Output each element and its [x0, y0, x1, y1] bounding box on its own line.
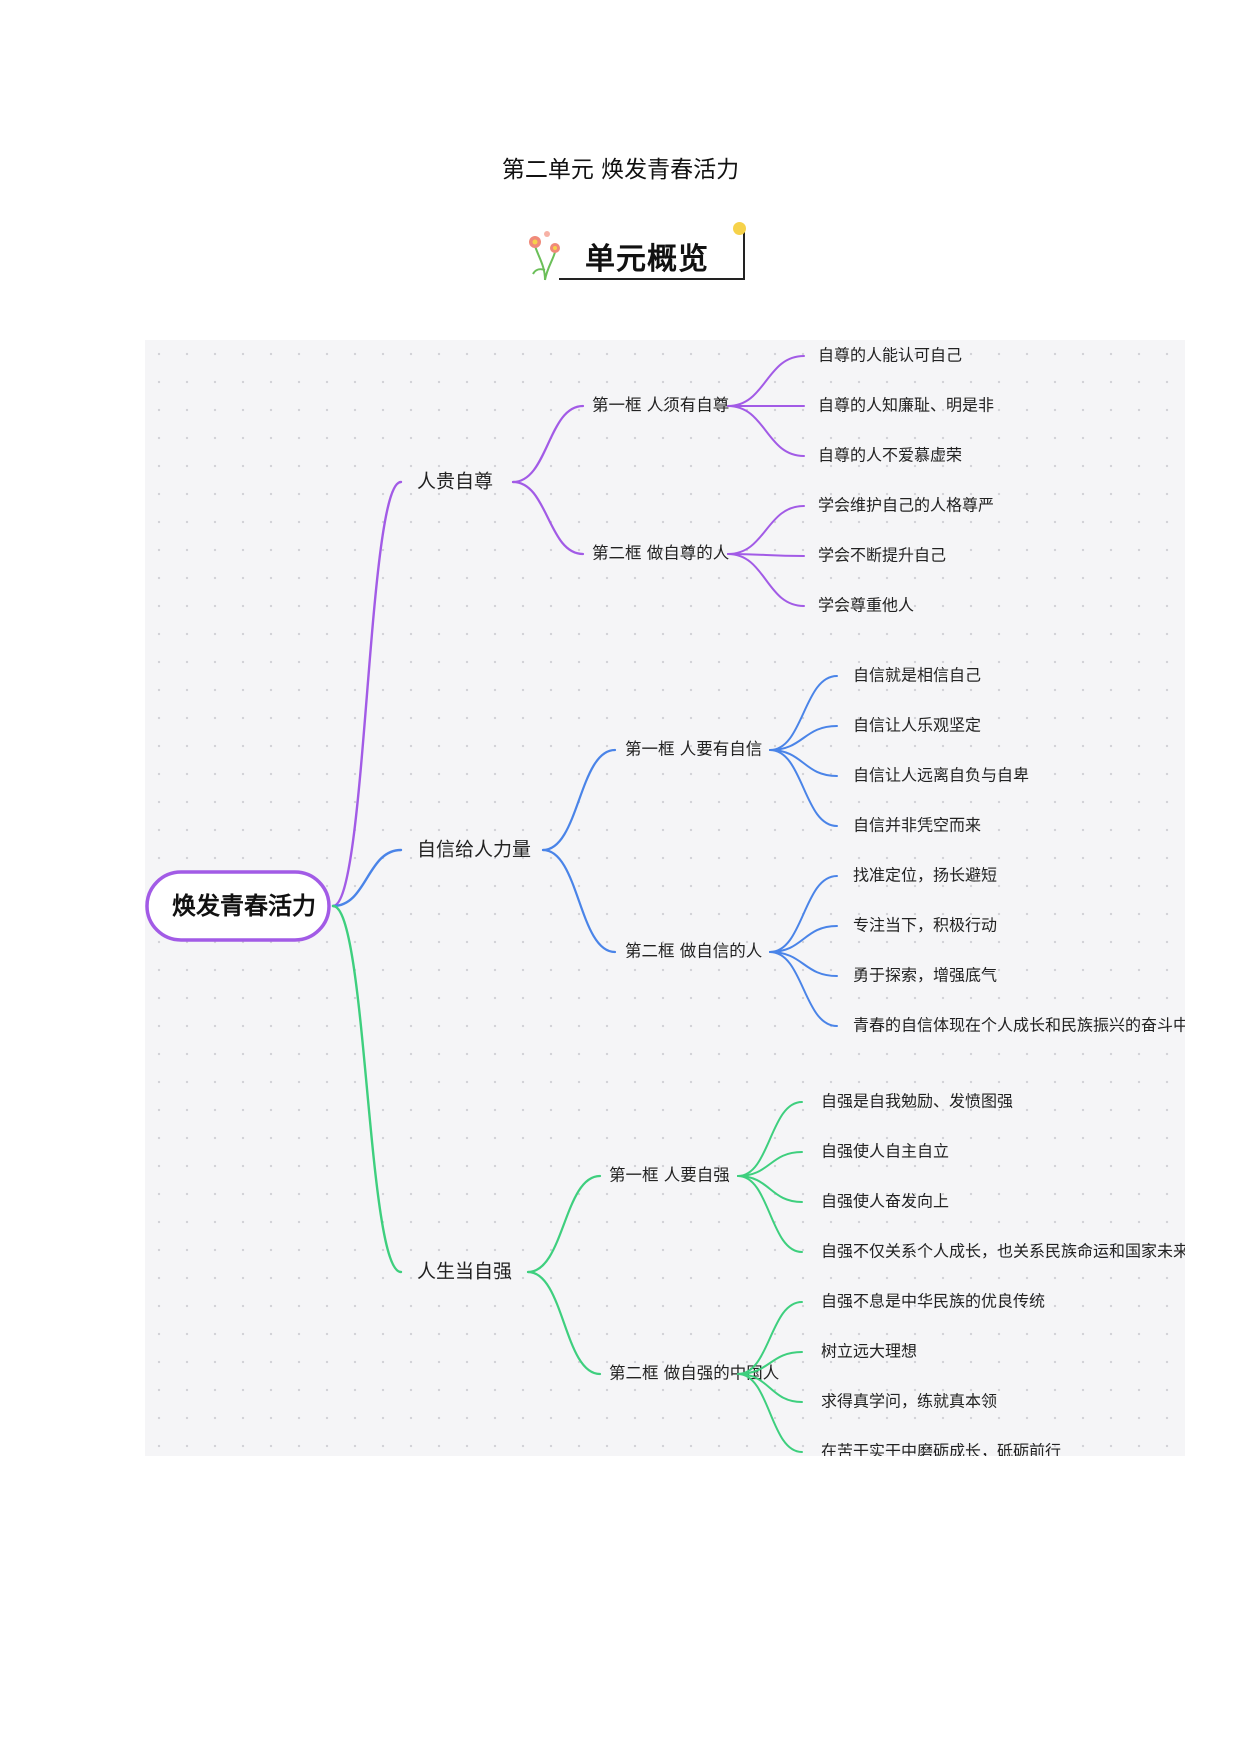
sub-topic-label: 第一框 人要自强	[609, 1166, 730, 1185]
leaf-connector	[769, 951, 838, 977]
leaf-label: 自强使人自主自立	[821, 1142, 949, 1161]
sub-topic-label: 第一框 人要有自信	[625, 740, 762, 759]
sub-connector	[541, 748, 617, 852]
banner-dot	[733, 222, 746, 235]
sub-topic-label: 第二框 做自信的人	[625, 942, 762, 961]
leaf-label: 学会尊重他人	[818, 596, 914, 615]
branch-connector	[331, 848, 403, 908]
sub-connector	[541, 848, 617, 954]
leaf-connector	[737, 1101, 803, 1177]
leaf-label: 自强不息是中华民族的优良传统	[821, 1292, 1045, 1311]
sub-connector	[526, 1174, 602, 1274]
leaf-label: 自信让人远离自负与自卑	[853, 766, 1029, 785]
sub-topic-label: 第二框 做自尊的人	[592, 544, 729, 563]
leaf-connector	[769, 675, 838, 751]
leaf-label: 自强是自我勉励、发愤图强	[821, 1092, 1013, 1111]
leaf-connector	[737, 1151, 803, 1177]
leaf-connector	[737, 1175, 803, 1203]
leaf-connector	[737, 1373, 803, 1453]
leaf-label: 自强使人奋发向上	[821, 1192, 949, 1211]
leaf-connector	[727, 553, 805, 557]
leaf-connector	[727, 553, 805, 607]
leaf-connector	[769, 951, 838, 1027]
leaf-connector	[737, 1175, 803, 1253]
leaf-label: 求得真学问，练就真本领	[821, 1392, 997, 1411]
flower-icon	[529, 231, 560, 281]
sub-topic-label: 第二框 做自强的中国人	[609, 1364, 779, 1383]
leaf-label: 树立远大理想	[821, 1342, 917, 1361]
leaf-label: 自信并非凭空而来	[853, 816, 981, 835]
leaf-label: 学会维护自己的人格尊严	[818, 496, 994, 515]
branch-label: 人生当自强	[417, 1261, 512, 1283]
branch-label: 人贵自尊	[417, 471, 493, 493]
sub-connector	[511, 480, 585, 556]
mind-map: 人贵自尊 第一框 人须有自尊 自尊的人能认可自己自尊的人知廉耻、明是非自尊的人不爱慕…	[145, 340, 1185, 1456]
leaf-label: 自尊的人能认可自己	[818, 346, 962, 365]
sub-connector	[511, 404, 585, 484]
leaf-connector	[727, 405, 805, 457]
leaf-label: 专注当下，积极行动	[853, 916, 997, 935]
leaf-label: 自尊的人知廉耻、明是非	[818, 396, 994, 415]
leaf-connector	[769, 749, 838, 827]
leaf-connector	[769, 725, 838, 751]
leaf-connector	[727, 505, 805, 555]
leaf-connector	[737, 1301, 803, 1375]
leaf-label: 勇于探索，增强底气	[853, 966, 997, 985]
sub-connector	[526, 1270, 602, 1376]
leaf-connector	[737, 1351, 803, 1375]
sub-topic-label: 第一框 人须有自尊	[592, 396, 729, 415]
leaf-connector	[727, 355, 805, 407]
unit-overview-banner: 单元概览	[525, 222, 755, 284]
leaf-label: 自尊的人不爱慕虚荣	[818, 446, 962, 465]
leaf-label: 找准定位，扬长避短	[853, 866, 997, 885]
leaf-label: 自信让人乐观坚定	[853, 716, 981, 735]
leaf-connector	[769, 875, 838, 953]
leaf-label: 在苦干实干中磨砺成长，砥砺前行	[821, 1442, 1061, 1457]
leaf-label: 自信就是相信自己	[853, 666, 981, 685]
branch-connector	[331, 904, 403, 1274]
leaf-label: 青春的自信体现在个人成长和民族振兴的奋斗中	[853, 1016, 1185, 1035]
leaf-label: 学会不断提升自己	[818, 546, 946, 565]
banner-frame	[559, 228, 745, 280]
banner-label: 单元概览	[585, 242, 709, 277]
leaf-connector	[769, 925, 838, 953]
page-title: 第二单元 焕发青春活力	[501, 157, 740, 183]
mind-map-canvas: 人贵自尊 第一框 人须有自尊 自尊的人能认可自己自尊的人知廉耻、明是非自尊的人不爱慕…	[145, 346, 1185, 1457]
root-node	[145, 870, 331, 942]
leaf-connector	[737, 1373, 803, 1403]
branch-label: 自信给人力量	[417, 839, 531, 861]
branch-connector	[331, 480, 403, 908]
root-label: 焕发青春活力	[172, 892, 316, 920]
leaf-connector	[769, 749, 838, 777]
leaf-label: 自强不仅关系个人成长，也关系民族命运和国家未来	[821, 1242, 1185, 1261]
